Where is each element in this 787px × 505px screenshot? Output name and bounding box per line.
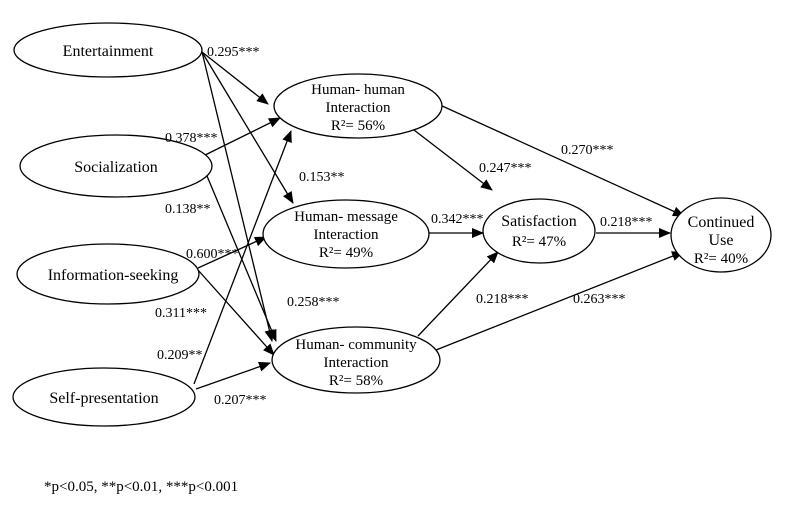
edge-human-community-satisfaction [417,251,499,337]
edge-label-human-message-satisfaction: 0.342*** [431,212,484,227]
edge-socialization-human-community [201,163,277,342]
node-label: Information-seeking [48,267,179,284]
edge-label-entertainment-human-community: 0.138** [165,202,211,217]
significance-footnote: *p<0.05, **p<0.01, ***p<0.001 [44,479,238,495]
node-entertainment: Entertainment [13,22,203,78]
node-label: Human- community [295,337,417,353]
node-label: Use [709,232,734,249]
edge-self-presentation-human-human [193,130,292,385]
edge-lines [193,51,685,390]
edge-label-information-seeking-human-message: 0.600*** [186,247,239,262]
node-self-presentation: Self-presentation [12,367,196,427]
edge-socialization-human-human [194,117,281,161]
edge-self-presentation-human-community [195,361,271,390]
node-label: Self-presentation [49,390,158,407]
edge-label-socialization-human-human: 0.378*** [165,131,218,146]
edge-label-socialization-human-community: 0.258*** [287,295,340,310]
node-socialization: Socialization [19,134,213,198]
edge-label-human-community-satisfaction: 0.218*** [476,292,529,307]
edge-label-human-human-satisfaction: 0.247*** [479,161,532,176]
node-label: Continued [688,214,755,231]
node-satisfaction: Satisfaction R²= 47% [482,198,596,264]
edge-human-community-continued-use [435,251,684,351]
edge-label-entertainment-human-message: 0.153** [299,170,345,185]
edge-human-human-continued-use [439,104,685,217]
node-label: Socialization [74,159,158,176]
node-label: Human- message [294,209,398,225]
edge-entertainment-human-human [201,51,269,105]
edge-information-seeking-human-message [197,236,267,269]
node-label: Interaction [314,227,379,243]
node-r-squared: R²= 56% [331,118,385,134]
node-human-message-interaction: Human- message Interaction R²= 49% [262,199,430,269]
edge-label-entertainment-human-human: 0.295*** [207,45,260,60]
node-r-squared: R²= 49% [319,245,373,261]
edge-label-self-presentation-human-community: 0.207*** [214,393,267,408]
node-human-human-interaction: Human- human Interaction R²= 56% [273,73,443,139]
node-r-squared: R²= 58% [329,373,383,389]
edge-information-seeking-human-community [197,269,275,356]
node-label: Human- human [311,82,405,98]
edge-label-self-presentation-human-human: 0.209** [157,348,203,363]
edge-label-human-human-continued-use: 0.270*** [561,143,614,158]
edge-label-human-community-continued-use: 0.263*** [573,292,626,307]
node-label: Entertainment [63,43,154,60]
edge-entertainment-human-community [201,51,275,342]
edge-entertainment-human-message [201,51,294,204]
node-continued-use: Continued Use R²= 40% [670,197,772,273]
node-human-community-interaction: Human- community Interaction R²= 58% [271,326,441,394]
node-label: Satisfaction [501,213,577,230]
node-r-squared: R²= 40% [694,251,748,267]
edge-label-information-seeking-human-community: 0.311*** [155,306,207,321]
node-label: Interaction [326,100,391,116]
node-r-squared: R²= 47% [512,234,566,250]
edge-labels: 0.295*** 0.153** 0.138** 0.378*** 0.258*… [155,45,653,408]
node-label: Interaction [324,355,389,371]
edge-human-human-satisfaction [413,129,493,191]
edge-label-satisfaction-continued-use: 0.218*** [600,215,653,230]
node-information-seeking: Information-seeking [16,243,200,305]
